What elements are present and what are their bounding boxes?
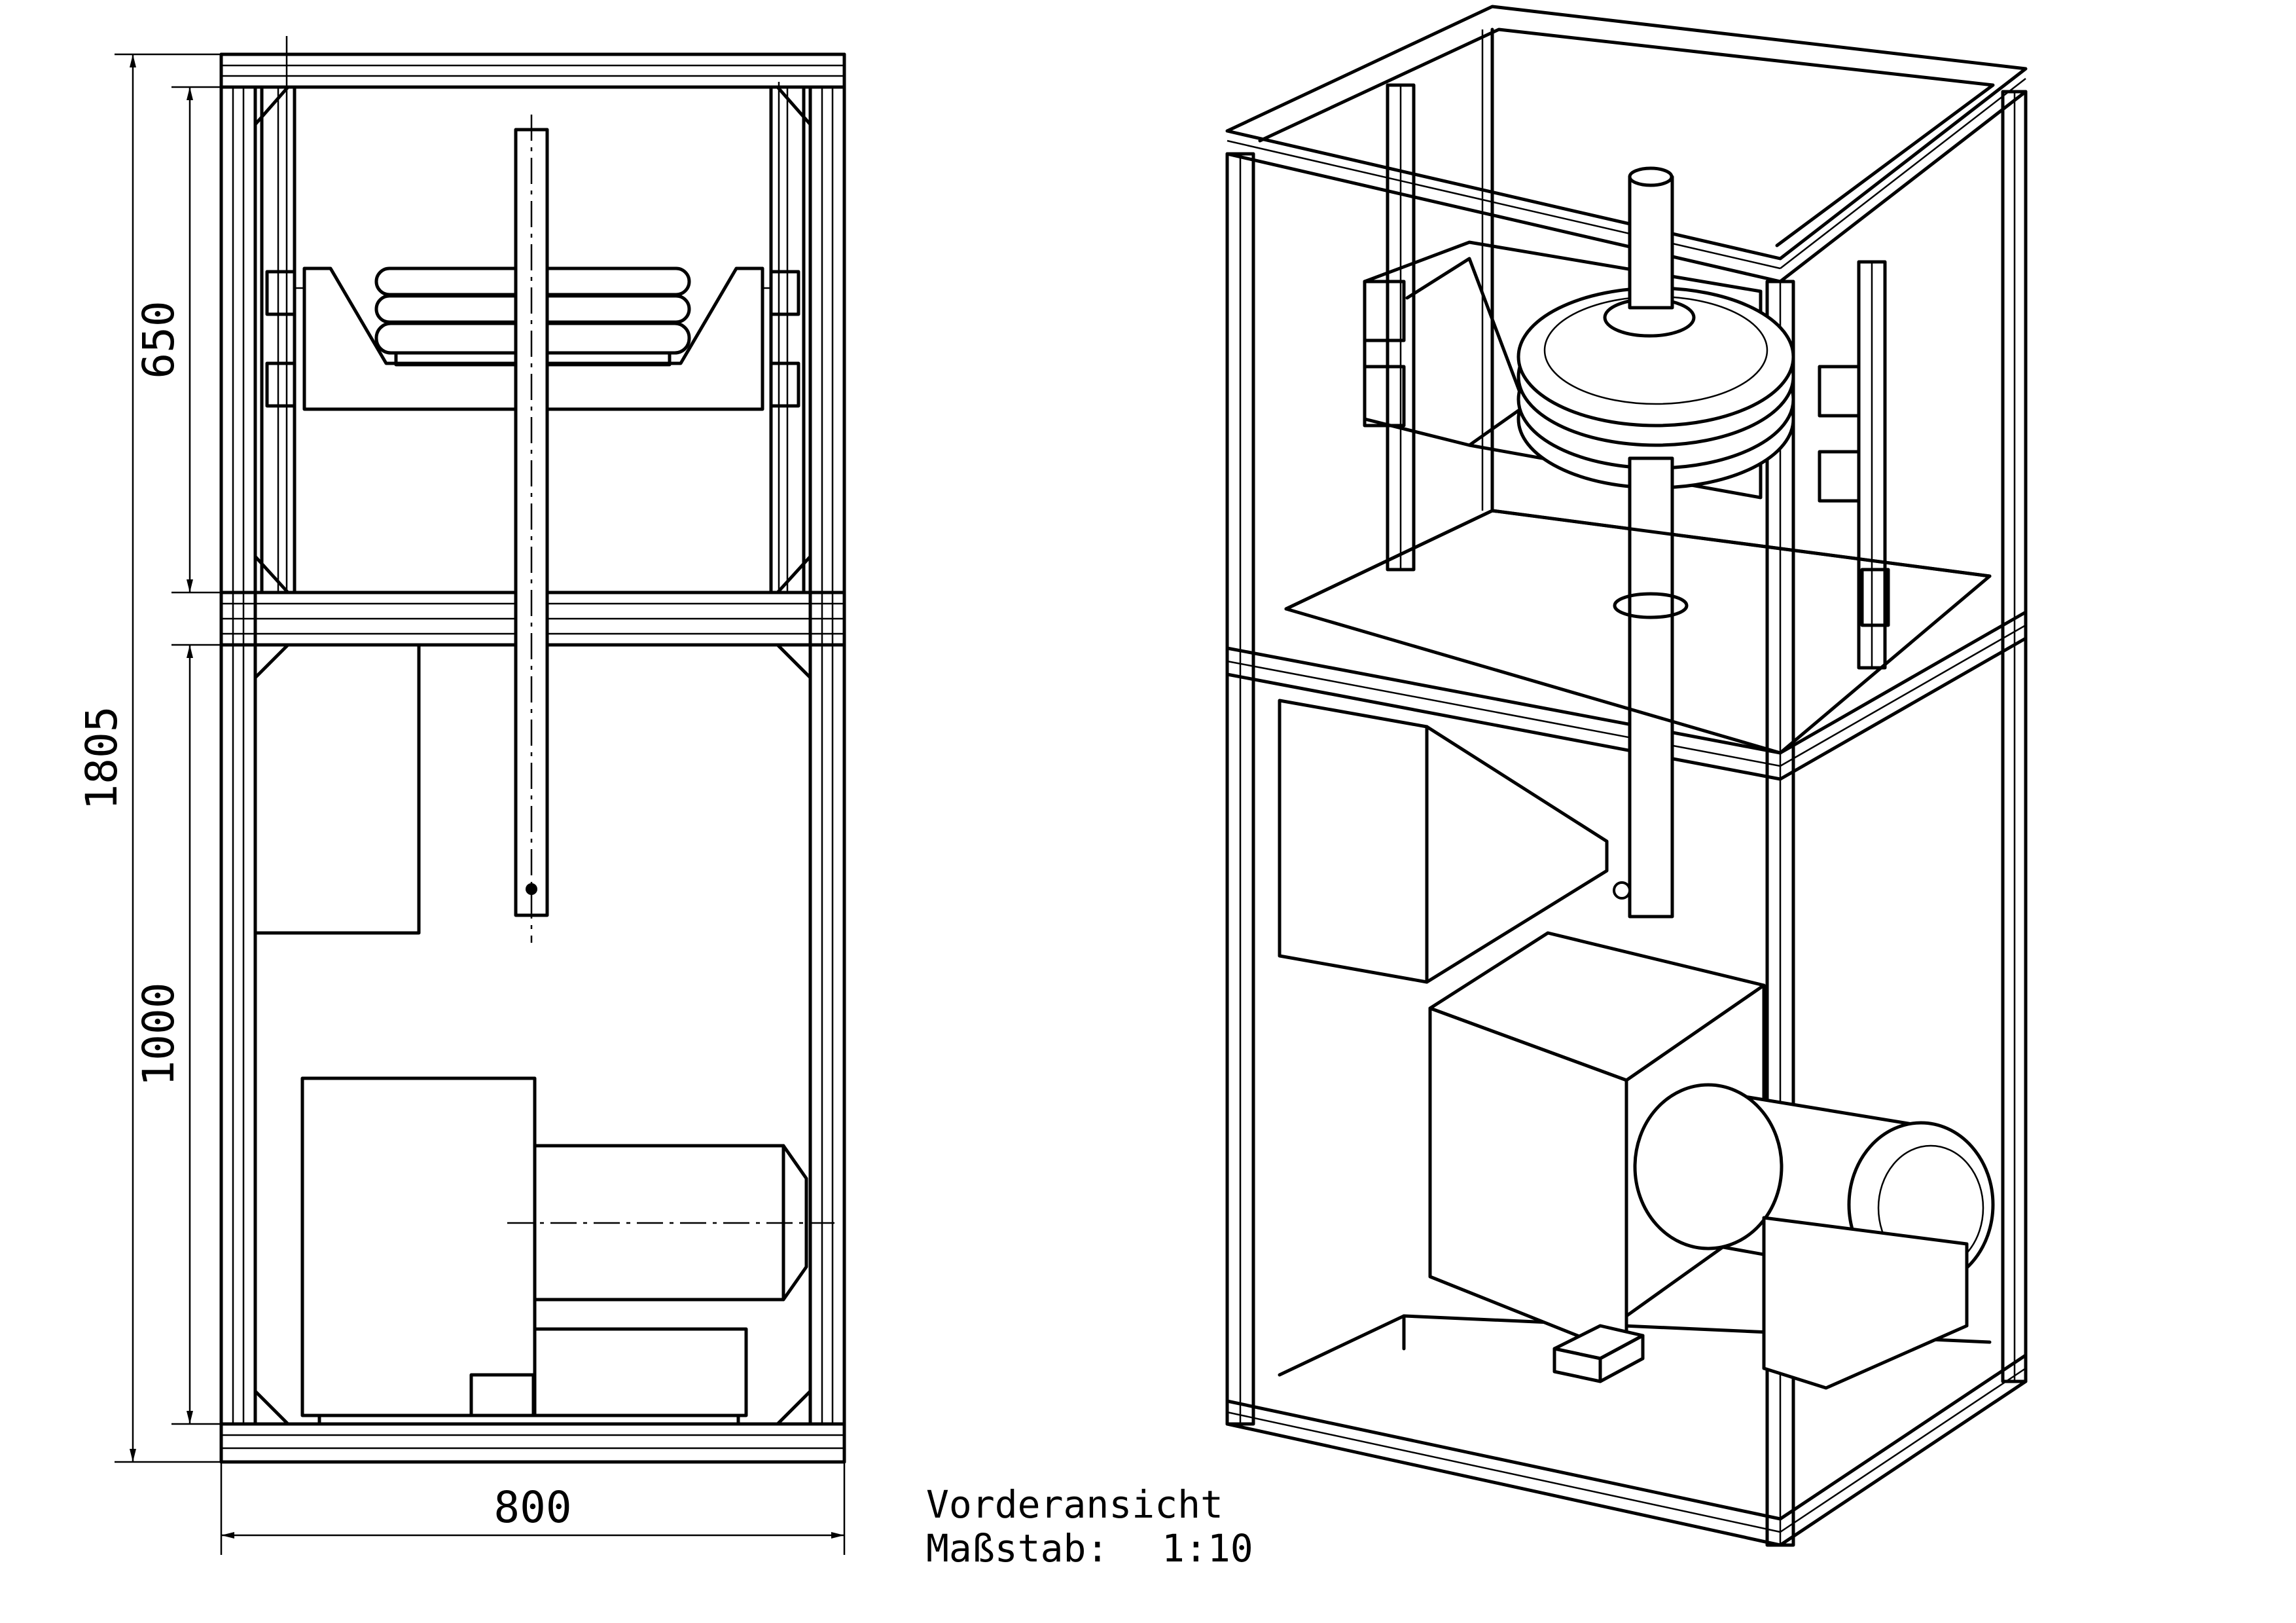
- top-profile: [219, 52, 846, 89]
- iso-sensor-box: [1552, 1324, 1645, 1383]
- bottom-profile: [219, 1422, 846, 1464]
- iso-top-frame: [1225, 5, 2028, 283]
- iso-posts: [1225, 27, 2028, 1547]
- scale-value: 1:10: [1162, 1526, 1253, 1571]
- shaft: [514, 115, 549, 943]
- iso-motor: [1428, 931, 1995, 1390]
- right-post: [808, 85, 846, 1426]
- front-view: [219, 36, 846, 1464]
- motor-assembly: [300, 1076, 834, 1426]
- dimension-upper-height: 650: [134, 301, 184, 378]
- iso-upper-floor: [1284, 509, 1992, 755]
- isometric-view: [1225, 5, 2028, 1547]
- iso-shaft: [1613, 166, 1689, 919]
- dimension-total-height: 1805: [77, 706, 127, 811]
- iso-carriage: [1363, 240, 1861, 503]
- left-post: [219, 85, 257, 1426]
- view-label: Vorderansicht: [926, 1482, 1223, 1527]
- dimension-width: 800: [493, 1482, 571, 1533]
- dimension-lower-height: 1000: [134, 983, 184, 1087]
- scale-label: Maßstab:: [926, 1526, 1109, 1571]
- iso-control-box: [1278, 699, 1609, 984]
- dimension-lines: [115, 53, 846, 1555]
- carriage: [265, 266, 800, 411]
- control-box: [253, 643, 421, 935]
- iso-weight-plates: [1516, 286, 1795, 490]
- guide-rails: [260, 36, 806, 594]
